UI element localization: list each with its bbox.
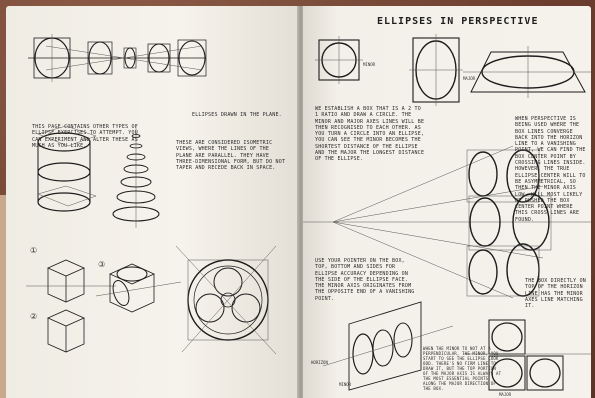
minor-label-bottom: MINOR <box>339 382 351 387</box>
box-top-text: THE BOX DIRECTLY ON TOP OF THE HORIZON L… <box>525 278 589 309</box>
minor-axis-label: MINOR <box>363 62 375 67</box>
circle-of-circles-sketch <box>176 246 276 354</box>
major-axis-label: MAJOR <box>463 76 475 81</box>
horizon-label: HORIZON <box>311 360 328 365</box>
step-1-marker: ① <box>30 246 37 255</box>
square-circle-box <box>315 36 363 84</box>
major-label-bottom: MAJOR <box>499 392 511 397</box>
right-page: ELLIPSES IN PERSPECTIVE <box>303 6 591 398</box>
tall-ellipse-box <box>409 34 463 106</box>
left-page: ELLIPSES DRAWN IN THE PLANE. THIS PAGE C… <box>6 6 299 398</box>
vanishing-point-text: WHEN PERSPECTIVE IS BEING USED WHERE THE… <box>515 116 587 223</box>
isometric-text: THESE ARE CONSIDERED ISOMETRIC VIEWS, WH… <box>176 140 286 171</box>
plane-ellipses-label: ELLIPSES DRAWN IN THE PLANE. <box>192 112 282 118</box>
step-2-marker: ② <box>30 312 37 321</box>
pointer-tip-text: USE YOUR POINTER ON THE BOX, TOP, BOTTOM… <box>315 258 415 302</box>
intro-text: THIS PAGE CONTAINS OTHER TYPES OF ELLIPS… <box>32 124 148 149</box>
step-3-marker: ③ <box>98 260 105 269</box>
bottom-note-text: WHEN THE MINOR TO NOT AT A PERPENDICULAR… <box>423 346 503 391</box>
box-ratio-text: WE ESTABLISH A BOX THAT IS A 2 TO 1 RATI… <box>315 106 425 163</box>
left-page-sketches <box>6 6 299 398</box>
plane-ellipses-sketch <box>28 34 206 82</box>
open-book: ELLIPSES DRAWN IN THE PLANE. THIS PAGE C… <box>6 6 591 398</box>
trapezoid-ellipse <box>463 46 591 98</box>
numbered-box-exercises <box>26 260 181 352</box>
